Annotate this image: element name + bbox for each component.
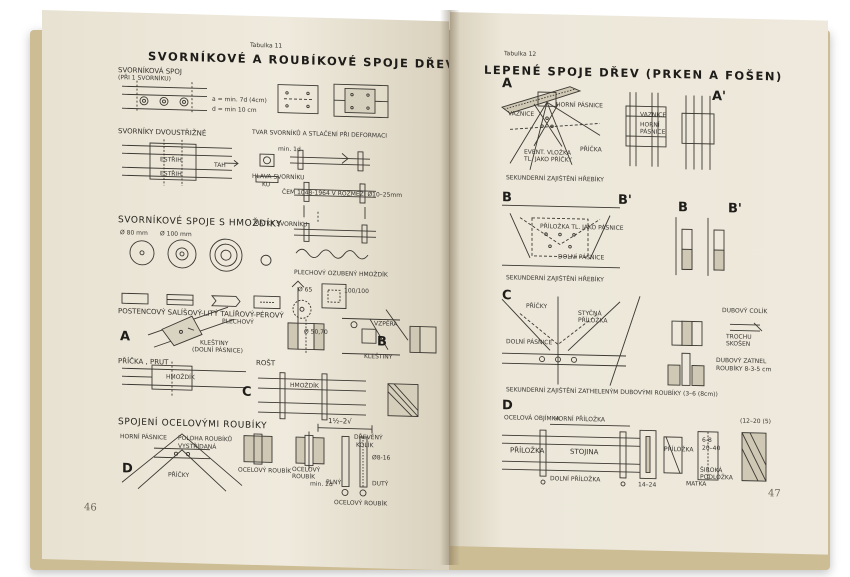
label-b-prime-small: B' bbox=[728, 201, 742, 217]
label-b-small: B bbox=[678, 200, 688, 216]
right-page-number: 47 bbox=[768, 488, 781, 500]
label-horni-prilozka: HORNÍ PŘÍLOŽKA bbox=[554, 415, 606, 424]
label-b: B bbox=[502, 190, 512, 206]
label-prilozka-2: PŘÍLOŽKA bbox=[578, 316, 608, 325]
label-roubiky: ROUBÍKY 8-3-5 cm bbox=[716, 365, 772, 374]
label-klestiny-2: KLEŠTINY bbox=[364, 352, 393, 361]
label-ku: KU bbox=[262, 181, 271, 189]
label-pricka: PŘÍČKA bbox=[580, 145, 602, 154]
label-prilozka-4: PŘÍLOŽKA bbox=[664, 445, 694, 454]
label-d: D bbox=[122, 461, 133, 477]
label-rost: ROŠT bbox=[256, 358, 276, 368]
label-d1220: (12–20 (5) bbox=[740, 417, 772, 426]
label-duty: DUTÝ bbox=[372, 480, 389, 488]
label-dubovy-zatnel: DUBOVÝ ZATNEL bbox=[716, 357, 767, 366]
label-a: A bbox=[120, 329, 131, 345]
label-horni-pasnice: HORNÍ PÁSNICE bbox=[556, 101, 603, 110]
right-table-number: Tabulka 12 bbox=[504, 50, 537, 58]
book-gutter bbox=[440, 10, 460, 565]
label-hmozdik: HMOŽDÍK bbox=[166, 373, 195, 382]
label-min: min. 1d bbox=[278, 145, 301, 154]
label-dolni-pasnice: DOLNÍ PÁSNICE bbox=[558, 253, 605, 262]
label-dubovy-colik: DUBOVÝ COLÍK bbox=[722, 307, 768, 316]
label-stojina: STOJINA bbox=[570, 447, 599, 457]
label-b: B bbox=[377, 334, 387, 350]
label-dolni-2: DOLNÍ PÁSNICE bbox=[506, 338, 553, 347]
label-vzpera: VZPĚRA bbox=[374, 320, 398, 328]
label-d: D bbox=[502, 398, 513, 414]
label-podlozka: PODLOŽKA bbox=[700, 473, 733, 482]
label-dolni-prilozka: DOLNÍ PŘÍLOŽKA bbox=[550, 475, 601, 484]
label-estrih: ESTŘIH bbox=[160, 156, 182, 164]
label-tl: TL. JAKO PŘÍČKY bbox=[524, 155, 572, 164]
label-tah: TAH bbox=[214, 161, 226, 170]
label-d100: 100/100 bbox=[344, 287, 369, 296]
left-page: Tabulka 11 SVORNÍKOVÉ A ROUBÍKOVÉ SPOJE … bbox=[42, 10, 449, 571]
label-hmozdik-2: HMOŽDÍK bbox=[290, 381, 319, 390]
label-matka: MATKA bbox=[686, 480, 707, 488]
label-d620: 6-8 bbox=[702, 436, 712, 444]
label-vaznice-2: VAZNICE bbox=[640, 111, 667, 119]
label-prilozka-3: PŘÍLOŽKA bbox=[510, 446, 545, 456]
label-estrih-2: ESTŘIH bbox=[160, 170, 182, 178]
label-d65: Ø 65 bbox=[298, 286, 313, 294]
right-page: Tabulka 12 LEPENÉ SPOJE DŘEV (PRKEN A FO… bbox=[450, 12, 828, 555]
label-pricky: PŘÍČKY bbox=[168, 471, 190, 480]
label-vaznice: VAZNICE bbox=[508, 110, 535, 118]
label-skoden: SKOŠEN bbox=[726, 340, 751, 348]
label-d1224: 14–24 bbox=[638, 481, 657, 489]
label-pasnice-2: PÁSNICE bbox=[640, 128, 666, 136]
label-a: A bbox=[502, 76, 513, 92]
label-d810: Ø8-16 bbox=[372, 454, 391, 462]
label-ocelova: OCELOVÁ OBJÍMKA bbox=[504, 414, 560, 423]
left-table-number: Tabulka 11 bbox=[250, 41, 283, 50]
label-drevny: DŘEVĚNÝ bbox=[354, 433, 383, 442]
label-a-prime: A' bbox=[712, 88, 727, 105]
label-dim15: 1½–2√ bbox=[328, 416, 352, 426]
left-page-drawings bbox=[42, 10, 449, 570]
label-d50: Ø 50,70 bbox=[304, 328, 328, 336]
label-vystridana: VYSTŘÍDANÁ bbox=[178, 442, 217, 451]
label-kolik: KOLÍK bbox=[356, 441, 374, 450]
label-pecka: PŘÍČKA , PRUT bbox=[118, 357, 169, 367]
label-b-prime: B' bbox=[618, 192, 632, 209]
label-c: C bbox=[242, 384, 252, 400]
label-pricky: PŘÍČKY bbox=[526, 302, 548, 311]
label-d2040: 20–40 bbox=[702, 444, 721, 453]
label-horni: HORNÍ PÁSNICE bbox=[120, 433, 167, 442]
label-phi80: Ø 80 mm bbox=[120, 229, 148, 237]
label-plechovy: PLECHOVÝ bbox=[222, 318, 254, 326]
label-phi100: Ø 100 mm bbox=[160, 230, 192, 239]
label-c: C bbox=[502, 288, 512, 304]
label-dim-d: d = min 10 cm bbox=[212, 105, 257, 114]
left-page-number: 46 bbox=[84, 502, 97, 514]
label-plny: PLNÝ bbox=[326, 478, 342, 487]
right-page-drawings bbox=[450, 12, 828, 555]
